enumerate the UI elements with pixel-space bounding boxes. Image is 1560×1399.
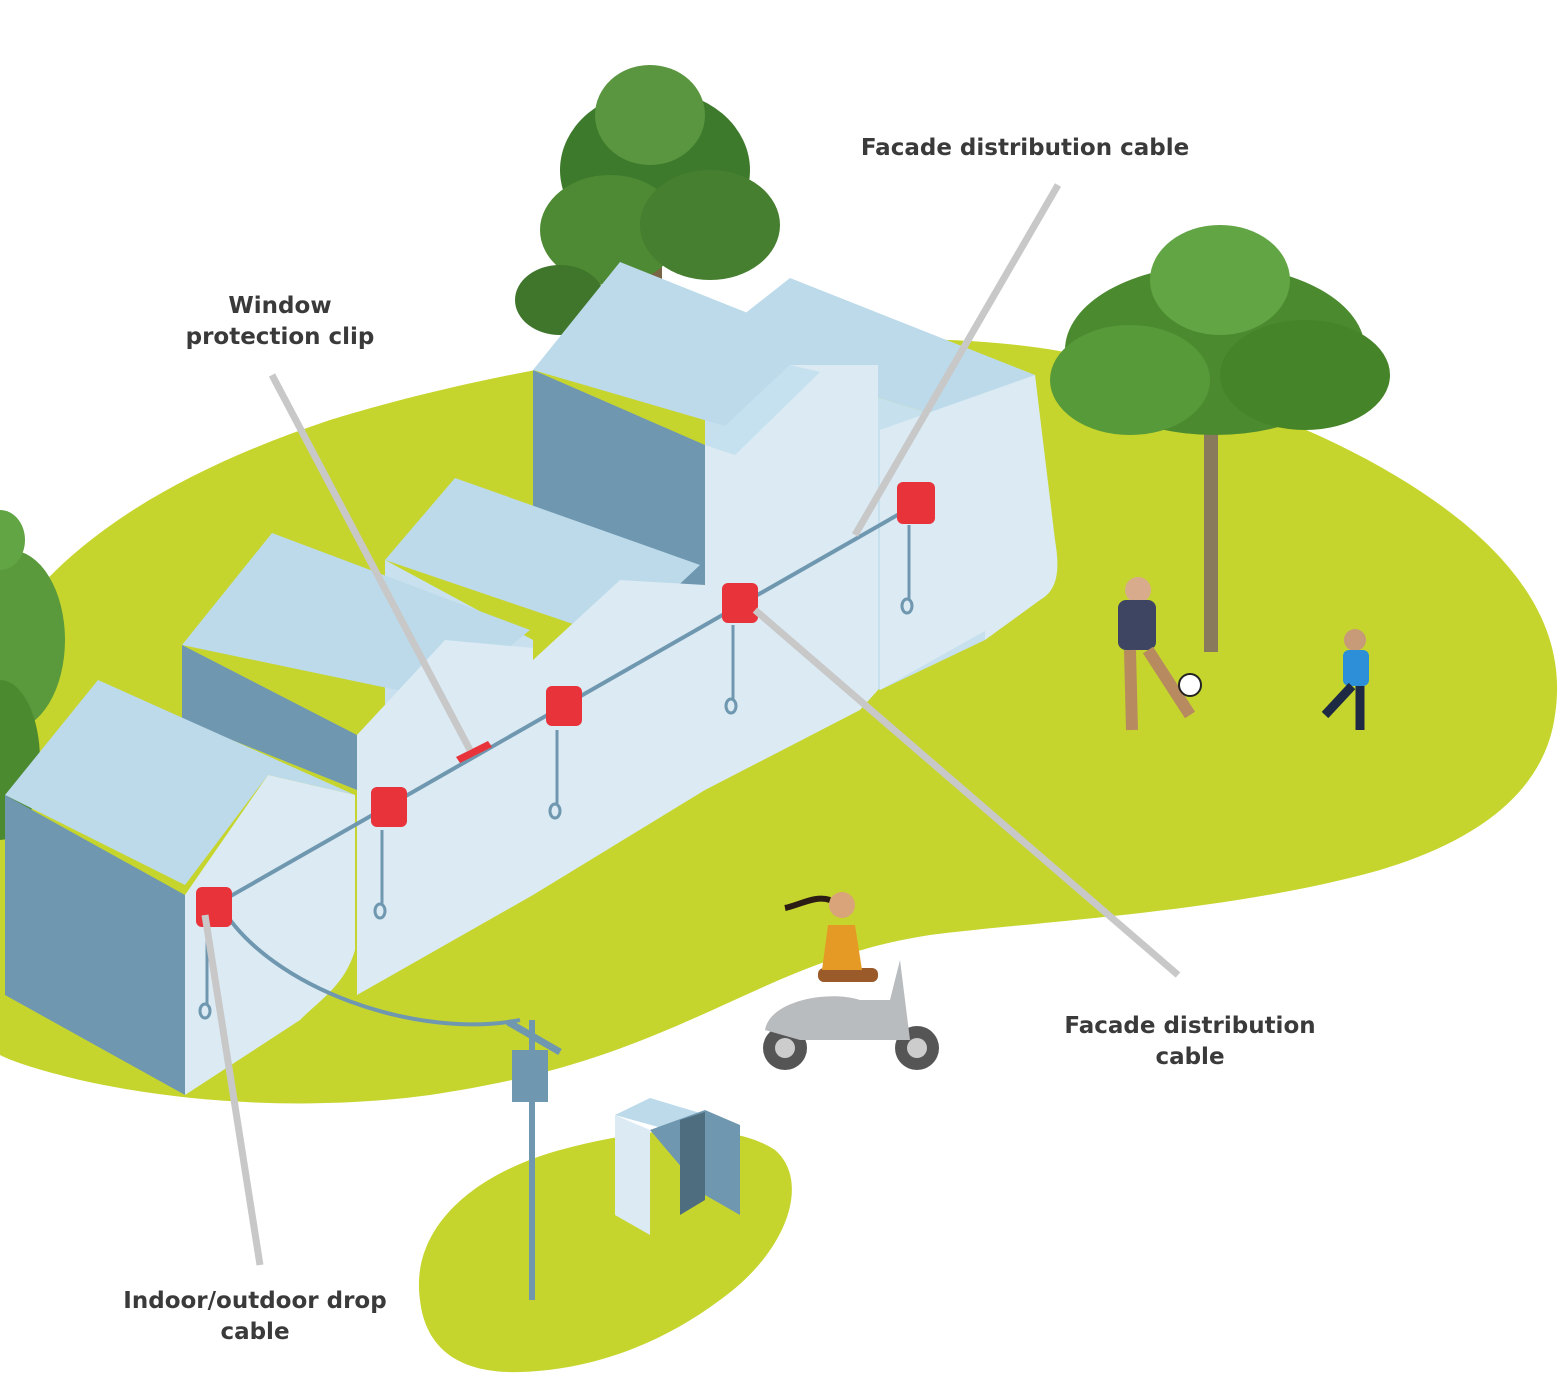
window-clip-icon xyxy=(456,741,492,763)
label-facade-distribution-cable-top: Facade distribution cable xyxy=(860,135,1190,161)
tree-icon xyxy=(1050,225,1390,652)
ball-icon xyxy=(1178,673,1202,697)
scooter-icon xyxy=(763,892,939,1070)
street-cabinet-icon xyxy=(615,1098,740,1235)
house-block-icon xyxy=(533,262,878,790)
label-facade-distribution-cable-right: Facade distribution cable xyxy=(1064,1013,1316,1071)
house-block-icon xyxy=(182,533,533,995)
label-window-protection-clip: Window protection clip xyxy=(185,293,375,351)
drop-cable xyxy=(218,903,521,1027)
leader-lines xyxy=(201,183,1181,1266)
utility-pole-icon xyxy=(506,1018,562,1300)
label-indoor-outdoor-drop-cable: Indoor/outdoor drop cable xyxy=(123,1288,387,1346)
person-icon xyxy=(1321,629,1369,730)
person-icon xyxy=(1118,577,1196,731)
house-block-icon xyxy=(5,680,355,1095)
